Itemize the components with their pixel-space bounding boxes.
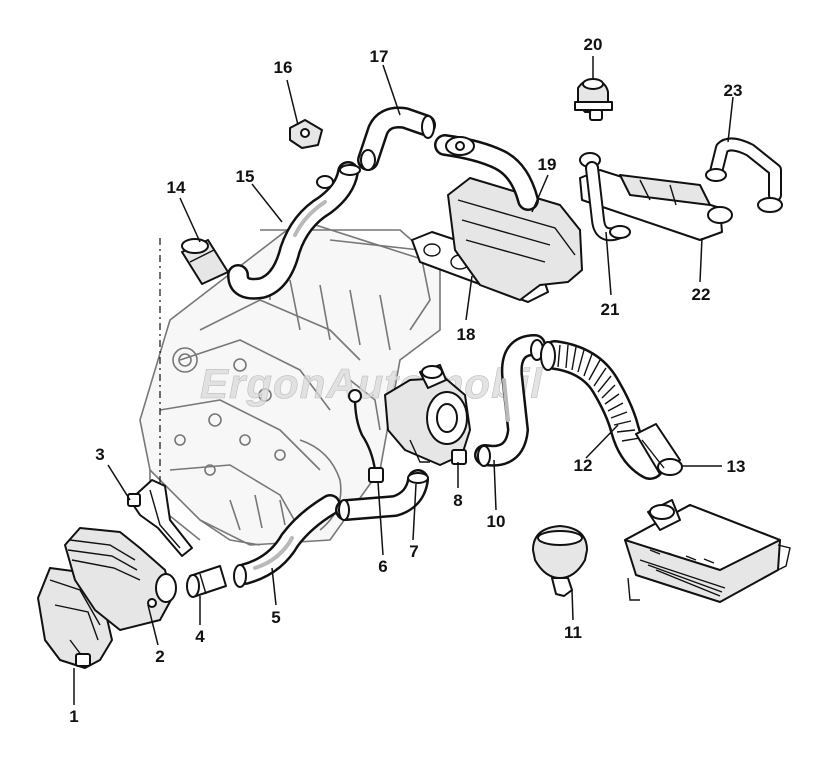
part-21-egr-pipe: [585, 161, 631, 242]
part-4-hose-sleeve: [186, 565, 227, 598]
part-14-sleeve: [181, 238, 229, 285]
callout-22: 22: [692, 285, 711, 304]
callout-numbers: 1 2 3 4 5 6 7 8 10 11 12 13 14 15 16 17 …: [69, 35, 745, 726]
callout-13: 13: [727, 457, 746, 476]
callout-15: 15: [236, 167, 255, 186]
part-16-gasket: [289, 119, 323, 149]
callout-19: 19: [538, 155, 557, 174]
callout-23: 23: [724, 81, 743, 100]
part-11-vacuum-canister: [532, 525, 588, 597]
part-8-air-pump: [384, 364, 471, 466]
callout-4: 4: [195, 627, 205, 646]
callout-3: 3: [95, 445, 104, 464]
callout-14: 14: [167, 178, 186, 197]
part-20-egr-valve: [574, 78, 613, 121]
part-12-corrugated-duct: [540, 340, 665, 480]
callout-5: 5: [271, 608, 280, 627]
leader-lines: [73, 56, 734, 705]
part-13-sleeve: [635, 423, 683, 476]
callout-1: 1: [69, 707, 78, 726]
callout-16: 16: [274, 58, 293, 77]
callout-18: 18: [457, 325, 476, 344]
callout-21: 21: [601, 300, 620, 319]
part-3-bracket: [127, 479, 193, 557]
part-2-airbox-upper: [64, 527, 177, 631]
part-7-hose: [335, 469, 429, 521]
callout-20: 20: [584, 35, 603, 54]
callout-11: 11: [564, 623, 582, 642]
callout-7: 7: [409, 542, 418, 561]
part-17-formed-hose: [357, 106, 436, 171]
part-15-long-hose: [227, 161, 361, 300]
watermark: ErgonAutomobil: [200, 360, 543, 407]
callout-12: 12: [574, 456, 593, 475]
callout-6: 6: [378, 557, 387, 576]
air-filter-housing: [624, 499, 791, 603]
part-19-exhaust-manifold: [434, 134, 583, 301]
part-6-sensor-wire: [348, 389, 384, 483]
engine-block: [139, 219, 441, 546]
callout-10: 10: [487, 512, 506, 531]
callout-2: 2: [155, 647, 164, 666]
part-5-curved-hose: [233, 494, 341, 588]
callout-8: 8: [453, 491, 462, 510]
callout-17: 17: [370, 47, 389, 66]
part-23-egr-tube: [705, 137, 783, 213]
